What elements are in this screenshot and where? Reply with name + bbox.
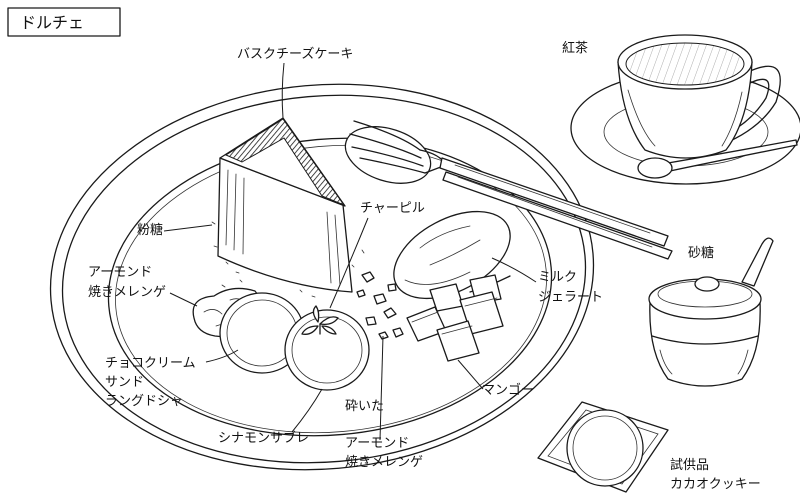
leader-mango: [457, 359, 484, 390]
leader-chervil: [329, 217, 369, 309]
chervil-drawing: [301, 305, 339, 335]
label-crushed-meringue-line1: 砕いた: [345, 399, 384, 414]
label-langue-de-chat-line1: チョコクリーム: [105, 356, 196, 371]
label-powdered-sugar: 粉糖: [137, 222, 163, 238]
leader-langue-de-chat: [205, 349, 239, 363]
leader-powdered-sugar: [163, 224, 213, 232]
leader-lines: [163, 62, 537, 441]
label-milk-gelato-line1: ミルク: [538, 270, 577, 285]
crushed-meringue-drawing: [356, 271, 404, 340]
leader-cinnamon-sable: [291, 388, 323, 433]
page-title: ドルチェ: [20, 13, 84, 32]
mango-drawing: [406, 274, 504, 362]
label-langue-de-chat-line3: ラングドシャ: [105, 394, 183, 409]
label-tea: 紅茶: [562, 40, 588, 56]
milk-gelato-drawing: [393, 210, 511, 300]
title-box: ドルチェ: [7, 7, 121, 37]
labels: バスクチーズケーキ 紅茶 チャーピル 粉糖 アーモンド 焼きメレンゲ ミルク ジ…: [88, 40, 761, 492]
leader-cheesecake: [281, 62, 285, 119]
label-chervil: チャーピル: [360, 201, 425, 216]
cacao-cookie-drawing: [537, 401, 669, 493]
label-milk-gelato-line2: ジェラート: [538, 290, 603, 305]
label-almond-meringue-line2: 焼きメレンゲ: [88, 285, 166, 300]
tea-spoon-drawing: [637, 139, 798, 179]
leader-crushed-meringue: [379, 335, 384, 441]
leader-almond-meringue: [169, 292, 198, 307]
label-almond-meringue-line1: アーモンド: [88, 265, 152, 280]
basque-cheesecake-drawing: [217, 117, 353, 293]
label-sample-cookie-line2: カカオクッキー: [670, 477, 761, 492]
label-langue-de-chat-line2: サンド: [105, 375, 144, 390]
label-mango: マンゴー: [482, 382, 534, 398]
label-sugar: 砂糖: [688, 245, 714, 261]
label-sample-cookie-line1: 試供品: [670, 457, 709, 473]
fork-drawing: [344, 120, 673, 260]
label-cheesecake: バスクチーズケーキ: [237, 46, 353, 62]
label-crushed-meringue-line3: 焼きメレンゲ: [345, 455, 423, 470]
label-crushed-meringue-line2: アーモンド: [345, 436, 409, 451]
label-cinnamon-sable: シナモンサブレ: [218, 430, 309, 446]
leader-milk-gelato: [491, 257, 537, 283]
sugar-bowl-drawing: [648, 237, 774, 387]
